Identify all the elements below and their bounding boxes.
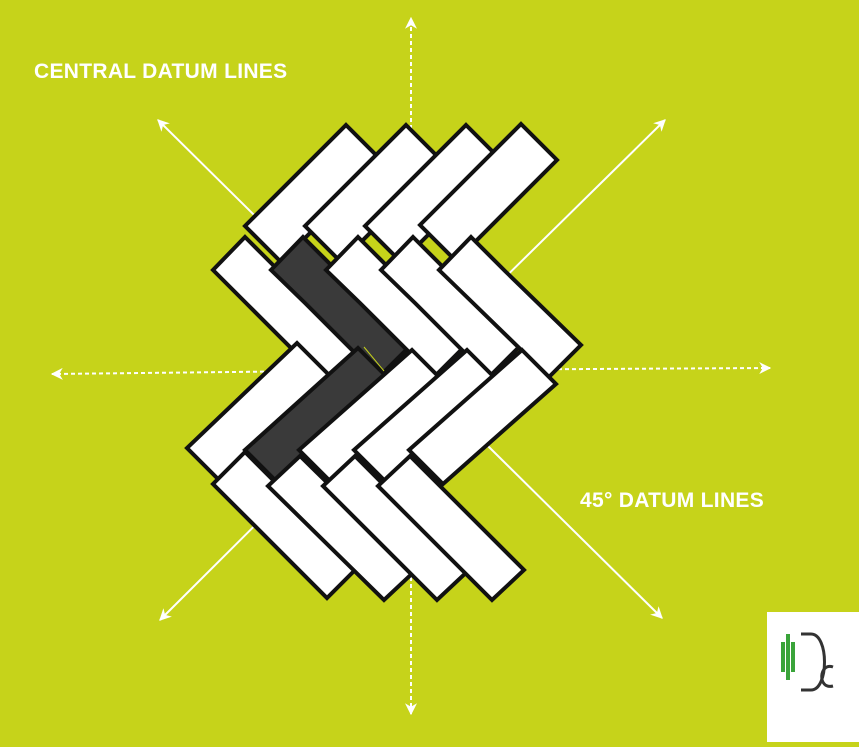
plank-bars-logo-icon bbox=[781, 632, 834, 692]
center-mark bbox=[363, 346, 385, 372]
brand-logo bbox=[767, 612, 859, 742]
plank bbox=[406, 347, 559, 487]
planks-bottom-row bbox=[210, 449, 527, 603]
herringbone-diagram bbox=[50, 16, 772, 716]
plank bbox=[375, 453, 527, 603]
planks-top-row bbox=[242, 121, 560, 265]
diagonal-datum-lines-label: 45° DATUM LINES bbox=[580, 489, 765, 512]
central-datum-lines-label: CENTRAL DATUM LINES bbox=[34, 60, 288, 83]
planks-third-row bbox=[184, 340, 559, 487]
